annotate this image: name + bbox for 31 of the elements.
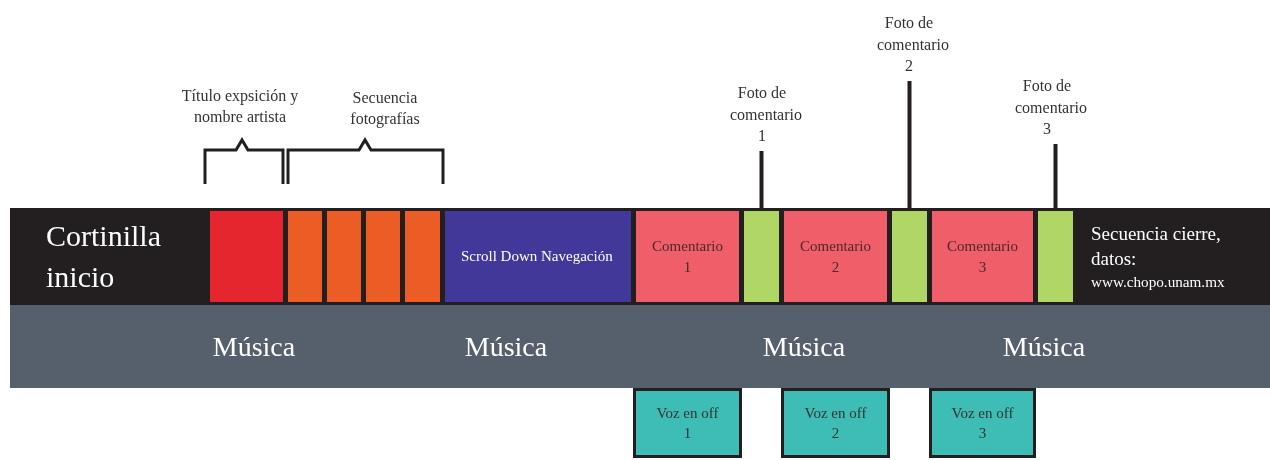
annotation-text: Título expsición y nombre artista xyxy=(180,86,300,127)
annotation-text: Foto de comentario 2 xyxy=(859,5,959,77)
annotation-text: Foto de comentario 1 xyxy=(712,75,812,147)
segment-box xyxy=(402,208,443,305)
track-label: Música xyxy=(1001,331,1087,363)
leader-line xyxy=(907,81,912,208)
voice-box: Voz en off 3 xyxy=(929,388,1036,458)
audio-track-band xyxy=(10,305,1270,388)
segment-box: Comentario 1 xyxy=(633,208,742,305)
segment-box: Cortinilla inicio xyxy=(10,208,208,305)
web-address: www.chopo.unam.mx xyxy=(1091,271,1226,292)
segment-title: Secuencia cierre, datos: xyxy=(1091,221,1222,272)
segment-box xyxy=(324,208,364,305)
track-label: Música xyxy=(761,331,847,363)
track-label: Música xyxy=(211,331,297,363)
segment-box xyxy=(207,208,286,305)
annotation-text: Foto de comentario 3 xyxy=(997,68,1097,140)
segment-box xyxy=(363,208,403,305)
voice-box: Voz en off 1 xyxy=(633,388,742,458)
segment-box xyxy=(741,208,782,305)
segment-box xyxy=(1035,208,1076,305)
segment-box: Comentario 3 xyxy=(929,208,1036,305)
track-label: Música xyxy=(463,331,549,363)
leader-line xyxy=(1053,144,1058,208)
leader-line xyxy=(759,151,764,208)
segment-box: Comentario 2 xyxy=(781,208,890,305)
segment-box xyxy=(285,208,325,305)
annotation-text: Secuencia fotografías xyxy=(349,88,421,130)
segment-box: Scroll Down Navegación xyxy=(442,208,634,305)
voice-box: Voz en off 2 xyxy=(781,388,890,458)
segment-box xyxy=(889,208,930,305)
